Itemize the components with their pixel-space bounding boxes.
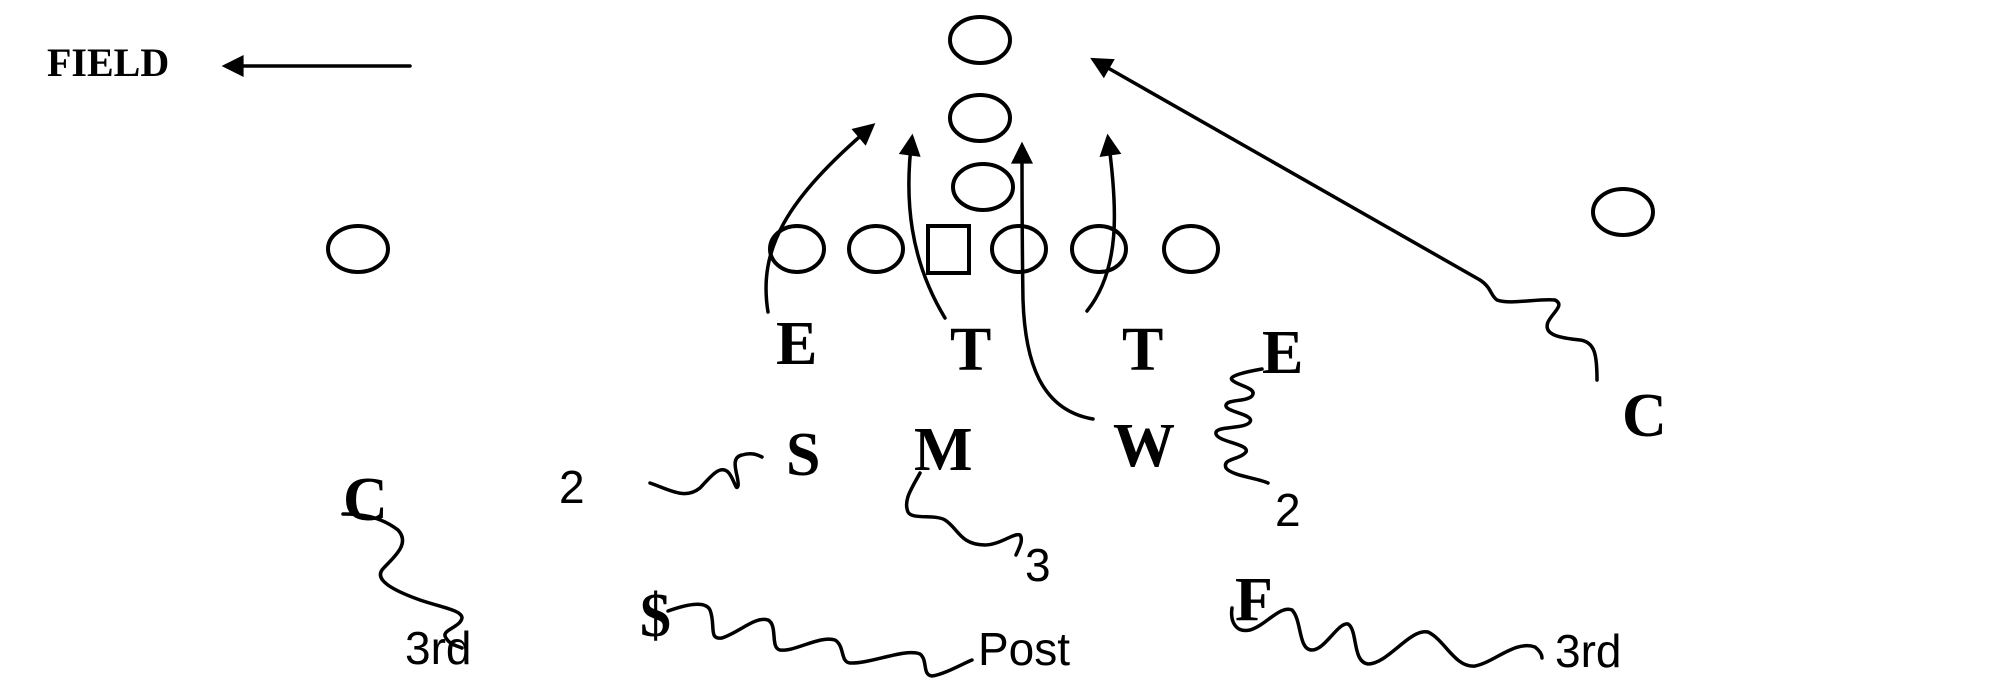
defender-T-right: T [1122, 316, 1163, 384]
defender-E-right: E [1262, 319, 1303, 387]
receiver-circle-icon [1591, 187, 1655, 237]
receiver-circle-icon [326, 224, 390, 274]
rush-arrow [764, 123, 876, 314]
offensive-lineman-circle-icon [990, 224, 1048, 274]
zone-label: 2 [559, 461, 585, 513]
zone-label: 2 [1275, 484, 1301, 536]
defender-$: $ [640, 582, 671, 650]
offensive-lineman-circle-icon [1070, 224, 1128, 274]
defender-C-left: C [343, 466, 388, 534]
zone-label: 3rd [1555, 625, 1621, 677]
field-direction-indicator: FIELD [47, 40, 412, 85]
offensive-back-circle-icon [948, 15, 1012, 65]
defender-S: S [786, 421, 820, 489]
zone-label: 3 [1025, 539, 1051, 591]
rush-arrow [1011, 141, 1095, 421]
rush-arrow [1085, 133, 1122, 313]
zone-label: Post [978, 623, 1070, 675]
center-square-icon [926, 224, 971, 275]
defender-E-left: E [776, 310, 817, 378]
offensive-lineman-circle-icon [847, 224, 905, 274]
defender-M: M [914, 416, 973, 484]
defensive-assignments [341, 57, 1599, 678]
rush-arrow [898, 133, 947, 320]
offense-formation [326, 15, 1655, 275]
zone-drop-path [1214, 367, 1270, 485]
rush-arrow [1090, 57, 1599, 382]
zone-drop-path [666, 602, 974, 678]
zone-drop-path [904, 471, 1024, 557]
offensive-lineman-circle-icon [1162, 224, 1220, 274]
zone-label: 3rd [405, 622, 471, 674]
offensive-lineman-circle-icon [768, 224, 826, 274]
field-label: FIELD [47, 40, 169, 85]
defender-T-left: T [950, 316, 991, 384]
zone-drop-path [1229, 606, 1544, 668]
offensive-back-circle-icon [948, 93, 1012, 143]
zone-drop-path [341, 512, 464, 650]
zone-drop-path [648, 452, 764, 496]
offensive-back-circle-icon [951, 162, 1015, 212]
defender-W: W [1113, 412, 1175, 480]
defender-F: F [1235, 566, 1273, 634]
defender-C-right: C [1622, 382, 1667, 450]
